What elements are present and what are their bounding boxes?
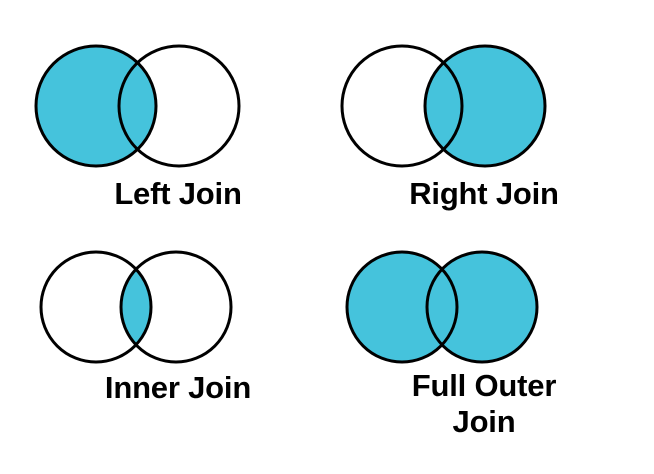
full-outer-join-venn-svg	[345, 250, 539, 364]
inner-join-right-circle-fill	[121, 252, 231, 362]
right-join-right-circle-outline	[423, 44, 547, 168]
right-join-caption: Right Join	[409, 176, 559, 211]
left-join-left-circle-outline	[34, 44, 158, 168]
left-join-right-circle-outline	[117, 44, 241, 168]
inner-join-left-circle-fill	[41, 252, 151, 362]
inner-join-venn-svg	[39, 250, 233, 364]
left-join-caption: Left Join	[114, 176, 242, 211]
venn-diagram-left-join: Left Join	[18, 36, 338, 228]
inner-join-caption: Inner Join	[104, 370, 252, 405]
venn-diagram-inner-join: Inner Join	[18, 240, 338, 426]
full-outer-join-right-circle-outline	[425, 250, 539, 364]
right-join-venn-svg	[340, 44, 547, 168]
inner-join-right-circle-outline	[119, 250, 233, 364]
full-outer-join-left-circle-outline	[345, 250, 459, 364]
full-outer-join-caption: Full Outer Join	[411, 368, 557, 439]
venn-diagram-right-join: Right Join	[324, 36, 644, 228]
inner-join-left-circle-outline	[39, 250, 153, 364]
left-join-venn-svg	[34, 44, 241, 168]
full-outer-join-right-circle-fill	[427, 252, 537, 362]
right-join-left-circle-outline	[340, 44, 464, 168]
venn-diagram-full-outer-join: Full Outer Join	[324, 240, 644, 470]
full-outer-join-left-circle-fill	[347, 252, 457, 362]
